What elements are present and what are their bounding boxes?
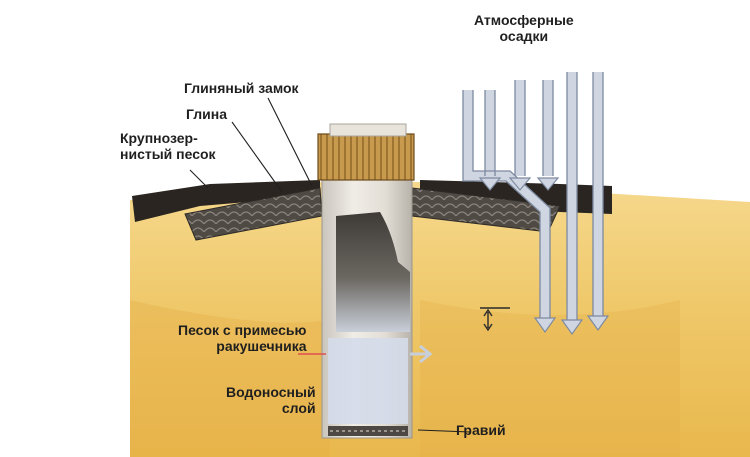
- label-gravel: Гравий: [456, 422, 506, 438]
- well-lid: [317, 133, 415, 181]
- topsoil-left: [132, 180, 320, 222]
- topsoil-right: [420, 180, 612, 214]
- soil-shading: [130, 300, 330, 457]
- label-coarse-sand: Крупнозер- нистый песок: [120, 130, 216, 162]
- leader-lines: [189, 97, 471, 433]
- label-coarse-sand-line-2: нистый песок: [120, 146, 216, 162]
- label-coarse-sand-line-1: Крупнозер-: [120, 130, 198, 146]
- label-shell-sand: Песок с примесью ракушечника: [178, 322, 307, 354]
- label-aquifer-line-1: Водоносный: [226, 384, 316, 400]
- label-precipitation-line-2: осадки: [499, 28, 549, 44]
- label-aquifer-line-2: слой: [281, 400, 316, 416]
- label-precipitation-line-1: Атмосферные: [474, 12, 574, 28]
- label-shell-sand-line-2: ракушечника: [216, 338, 307, 354]
- label-shell-sand-line-1: Песок с примесью: [178, 322, 307, 338]
- label-clay-lock: Глиняный замок: [184, 80, 299, 96]
- label-clay: Глина: [186, 106, 227, 122]
- well-interior: [336, 212, 410, 332]
- precipitation-arrows-edge: [462, 72, 604, 320]
- arrow-heads: [478, 177, 610, 336]
- label-aquifer: Водоносный слой: [226, 384, 316, 416]
- water-zone: [328, 338, 408, 424]
- precipitation-arrows: [463, 72, 603, 320]
- label-precipitation: Атмосферные осадки: [474, 12, 574, 44]
- level-marker: [480, 307, 510, 332]
